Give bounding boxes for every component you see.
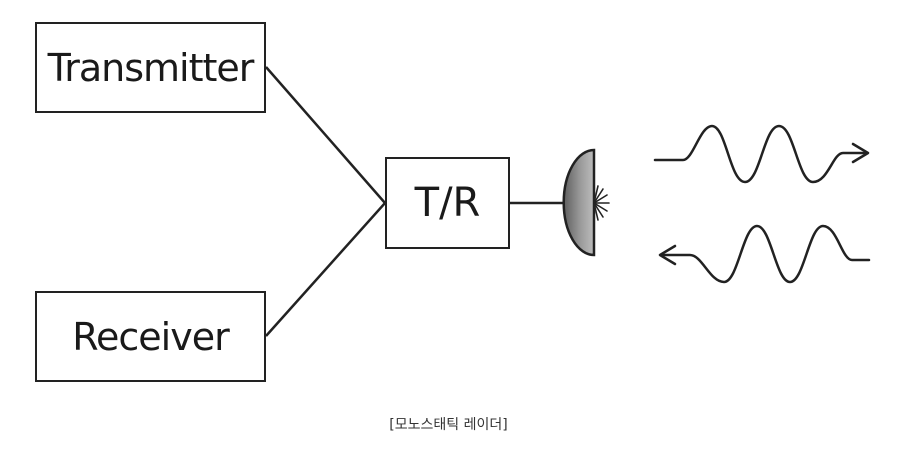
transmitter-to-tr-line bbox=[265, 66, 386, 204]
transmitter-box: Transmitter bbox=[35, 22, 266, 113]
receiver-to-tr-line bbox=[265, 202, 386, 337]
tr-switch-label: T/R bbox=[414, 180, 481, 226]
tr-switch-box: T/R bbox=[385, 157, 510, 249]
receiver-box: Receiver bbox=[35, 291, 266, 382]
figure-caption: [모노스태틱 레이더] bbox=[389, 417, 508, 433]
wave-arrow-left-icon bbox=[658, 224, 871, 284]
transmitter-label: Transmitter bbox=[47, 45, 255, 90]
receiver-label: Receiver bbox=[72, 314, 229, 359]
wave-arrow-right-icon bbox=[653, 124, 870, 184]
dish-antenna-icon bbox=[562, 148, 610, 257]
